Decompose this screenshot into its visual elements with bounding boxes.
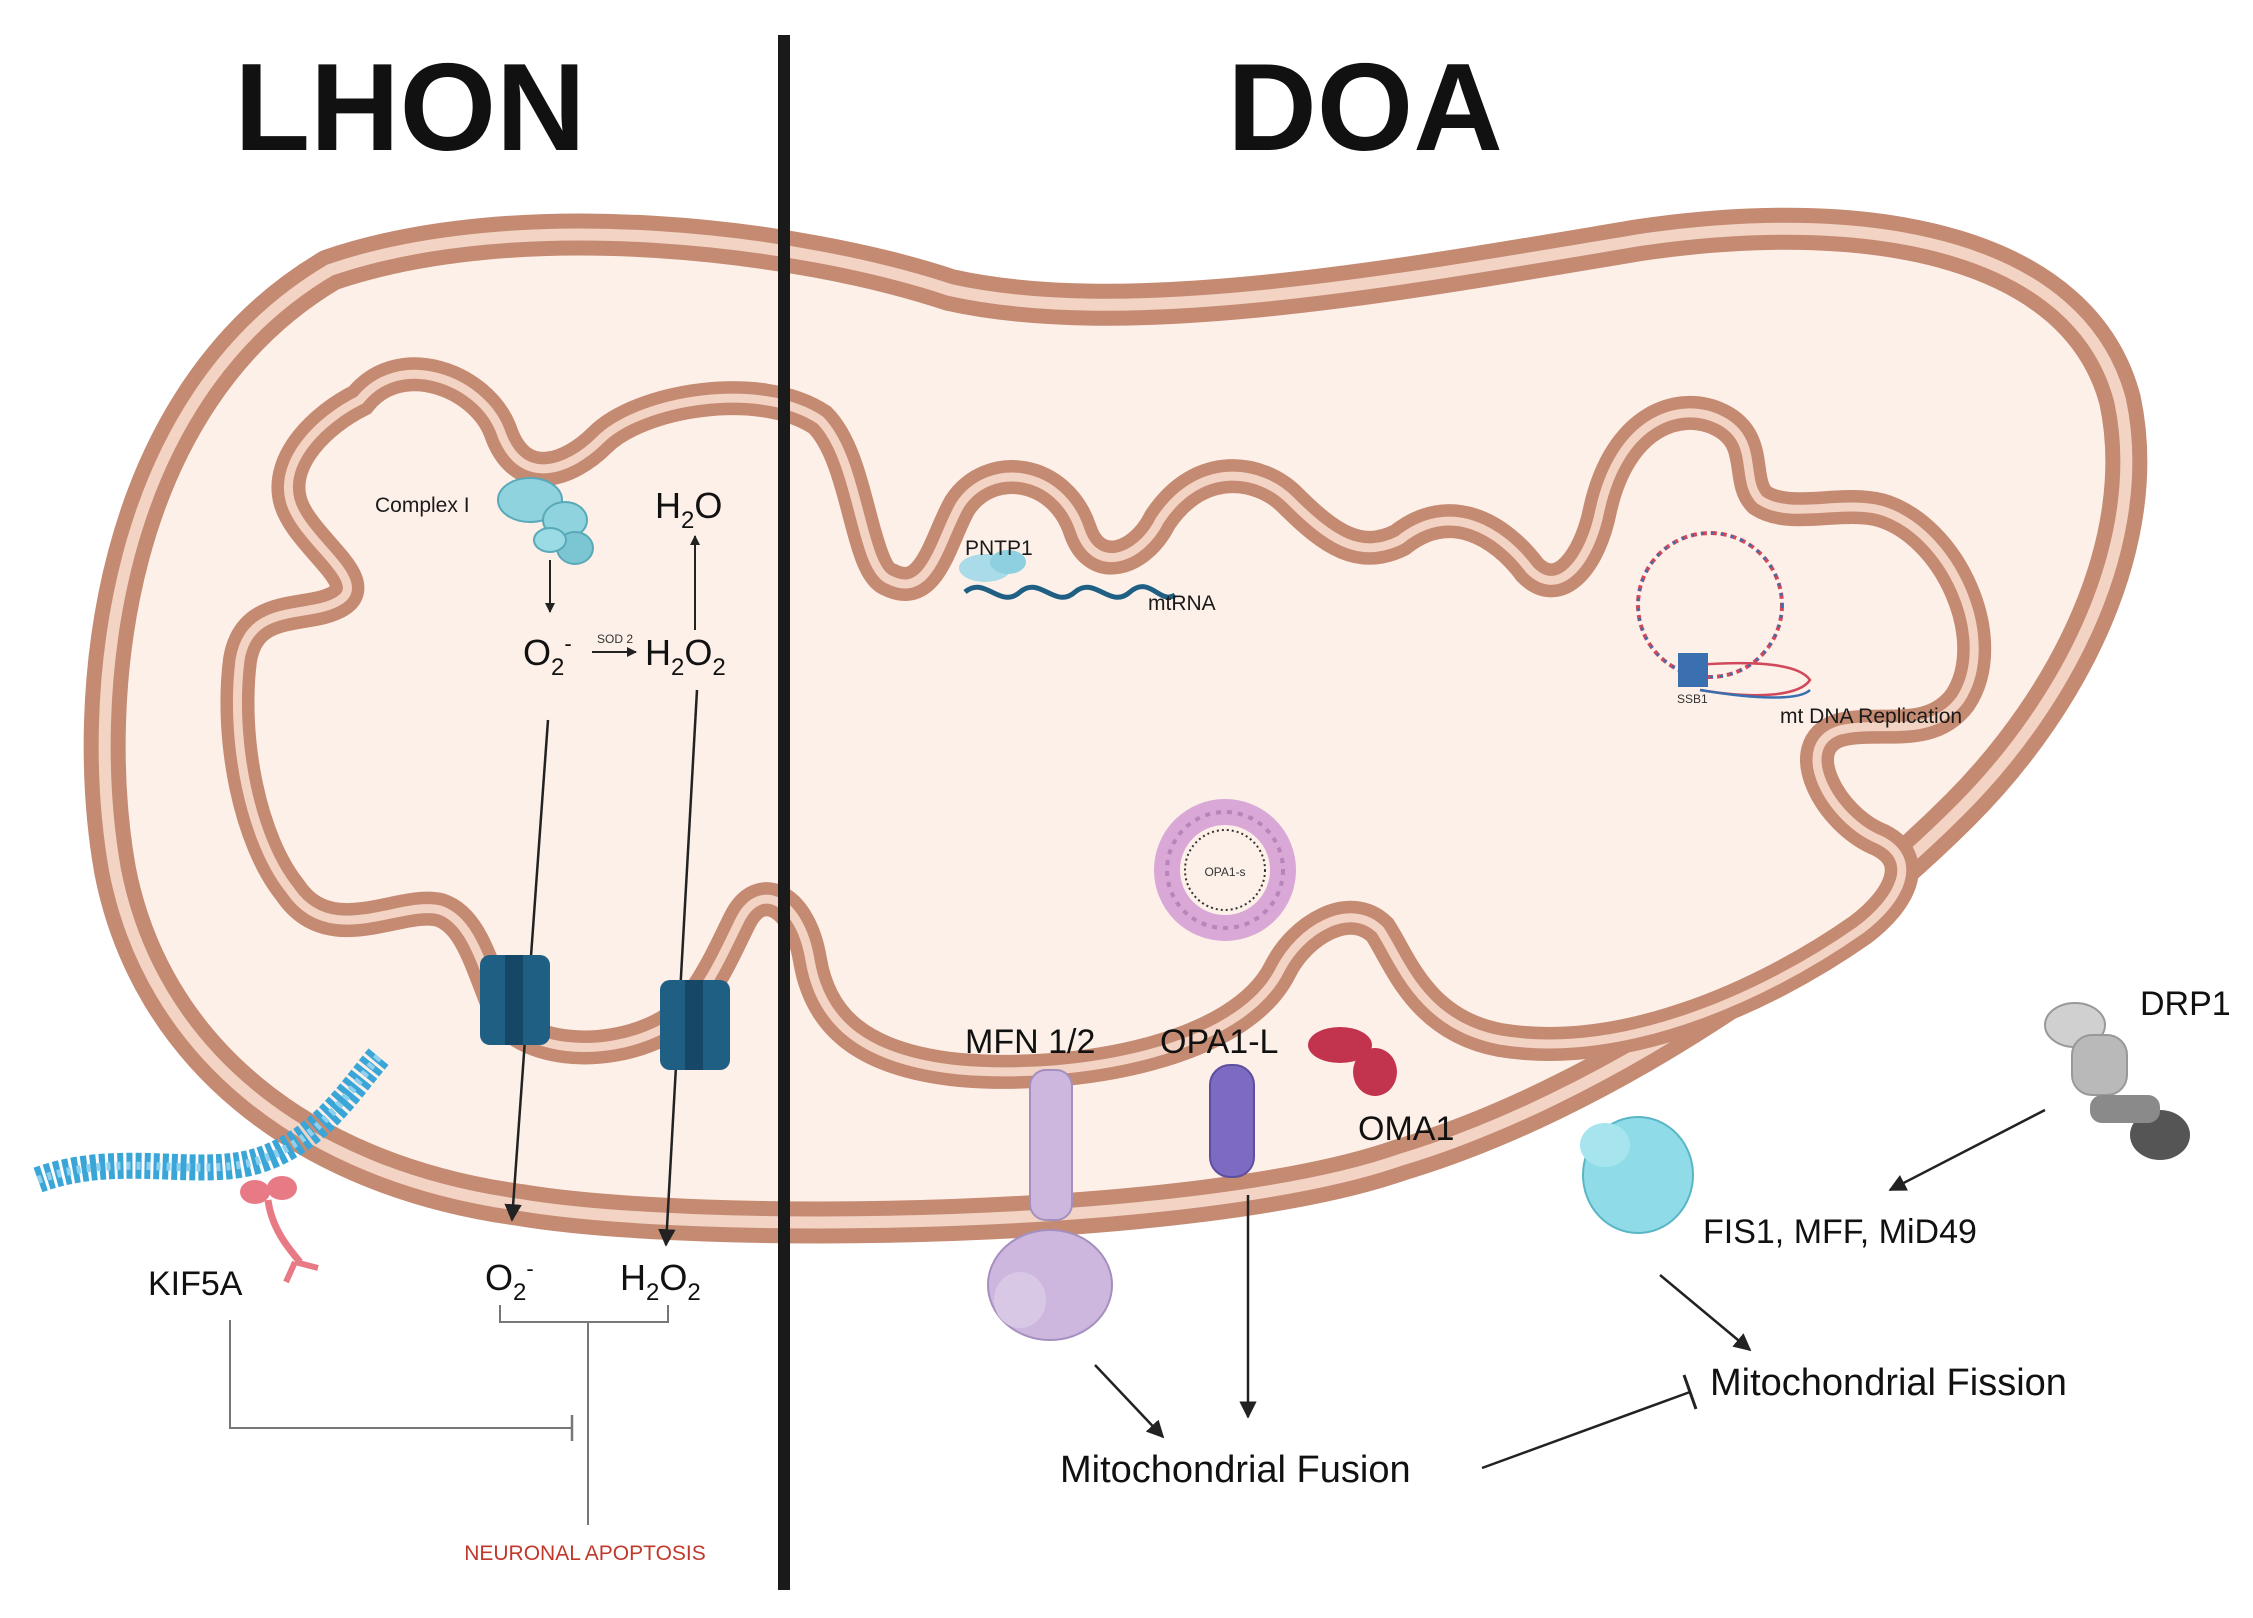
fusion-inhibits-fission-line [1481, 1390, 1691, 1470]
svg-text:O2-: O2- [523, 631, 572, 681]
mfn-protein-icon [987, 1069, 1113, 1341]
svg-text:H2O2: H2O2 [620, 1257, 701, 1306]
drp1-label: DRP1 [2140, 985, 2231, 1023]
pntp1-label: PNTP1 [965, 537, 1033, 560]
inner-membrane [220, 357, 1992, 1089]
kif5a-inhibition-line [229, 1320, 572, 1429]
superoxide-label-bottom: O2- [485, 1256, 534, 1306]
svg-text:O2-: O2- [485, 1256, 534, 1306]
hydrogen-peroxide-label-top: H2O2 [645, 632, 726, 681]
fis1-protein-icon [1580, 1116, 1694, 1234]
microtubule-icon [33, 1046, 390, 1193]
water-label: H2O [655, 485, 722, 534]
complex-i-protein-icon [497, 477, 594, 565]
superoxide-label-top: O2- [523, 631, 572, 681]
fusion-label: Mitochondrial Fusion [1060, 1449, 1411, 1491]
fusion-inhibits-fission-bar [1682, 1374, 1698, 1410]
mtrna-label: mtRNA [1148, 592, 1216, 615]
opa1-s-label: OPA1-s [1204, 865, 1245, 879]
svg-text:H2O2: H2O2 [645, 632, 726, 681]
membrane-channel-left-icon [480, 955, 550, 1045]
hydrogen-peroxide-label-bottom: H2O2 [620, 1257, 701, 1306]
drp1-to-fis1-arrow [1888, 1108, 2046, 1192]
apoptosis-label: NEURONAL APOPTOSIS [464, 1542, 706, 1565]
drp1-protein-icon [2044, 1002, 2190, 1160]
pntp1-protein-icon [959, 550, 1026, 582]
ros-bracket [499, 1305, 669, 1323]
opa1-l-label: OPA1-L [1160, 1023, 1278, 1061]
mtrna-strand [963, 584, 1177, 600]
mfn-label: MFN 1/2 [965, 1023, 1095, 1061]
ssb1-label: SSB1 [1677, 692, 1708, 706]
mtdna-circle-icon [1636, 531, 1812, 699]
oma1-protein-icon [1308, 1027, 1397, 1096]
svg-text:H2O: H2O [655, 485, 722, 534]
fis1-to-fission-arrow [1659, 1274, 1752, 1352]
kif5a-motor-icon [240, 1176, 319, 1284]
oma1-label: OMA1 [1358, 1110, 1454, 1148]
title-doa: DOA [1227, 39, 1503, 177]
title-lhon: LHON [234, 39, 585, 177]
peroxide-diffusion-line [658, 689, 699, 1247]
complex-i-label: Complex I [375, 494, 470, 517]
mtdna-replication-label: mt DNA Replication [1780, 705, 1962, 728]
fis1-label: FIS1, MFF, MiD49 [1703, 1213, 1977, 1251]
opa1-s-ring-icon [1154, 799, 1296, 941]
mfn-to-fusion-arrow [1094, 1364, 1165, 1439]
sod2-label: SOD 2 [597, 632, 633, 646]
kif5a-label: KIF5A [148, 1265, 243, 1303]
fission-label: Mitochondrial Fission [1710, 1362, 2067, 1404]
membrane-channel-right-icon [660, 980, 730, 1070]
opa1-l-protein-icon [1209, 1064, 1255, 1178]
